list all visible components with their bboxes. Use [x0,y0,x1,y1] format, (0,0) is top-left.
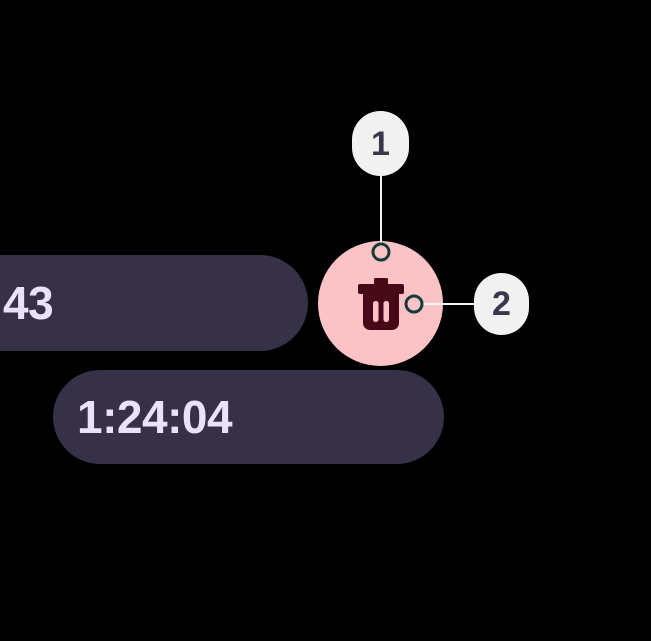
annotation-badge-1-label: 1 [371,124,390,163]
annotation-badge-1[interactable]: 1 [352,111,409,176]
annotation-badge-2-label: 2 [492,285,511,323]
trash-icon [357,277,404,330]
annotation-badge-2[interactable]: 2 [474,273,529,335]
count-pill-label: 43 [3,277,54,329]
delete-button[interactable] [318,241,443,366]
timer-pill-label: 1:24:04 [77,391,233,443]
timer-pill[interactable]: 1:24:04 [53,370,444,464]
count-pill[interactable]: 43 [0,255,308,351]
